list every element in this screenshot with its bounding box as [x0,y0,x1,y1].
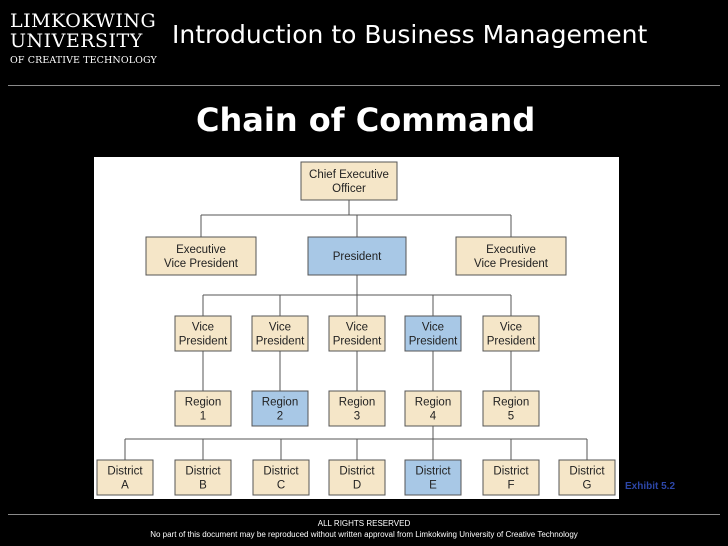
level2-node-label: President [333,251,382,263]
region-node-label: Region [493,397,529,409]
slide-title: Chain of Command [196,101,536,139]
logo-line-1: LIMKOKWING [10,10,157,32]
region-node: Region 2 [251,390,309,427]
region-node-box [404,390,462,427]
district-node-box [174,459,232,496]
ceo-node-box [300,161,398,201]
region-node-box [482,390,540,427]
logo-line-3: OF CREATIVE TECHNOLOGY [10,55,157,66]
university-logo: LIMKOKWING UNIVERSITY OF CREATIVE TECHNO… [10,12,157,66]
district-node-box [404,459,462,496]
vice-president-node-box [328,315,386,352]
header-divider [8,85,720,86]
level2-node-label: Executive [176,244,226,256]
level2-node: President [307,236,407,276]
region-node-box [328,390,386,427]
vice-president-node-label: Vice [269,322,291,334]
vice-president-node-label: Vice [500,322,522,334]
region-node: Region 4 [404,390,462,427]
vice-president-node-box [482,315,540,352]
district-node-label: District [185,466,221,478]
vice-president-node-label: President [487,336,536,348]
vice-president-node-label: President [333,336,382,348]
region-node-label: 1 [200,411,206,423]
district-node-label: District [263,466,299,478]
level2-node-label: Vice President [164,258,239,270]
district-node-label: B [199,480,207,492]
level2-node-box [145,236,257,276]
vice-president-node-label: President [409,336,458,348]
ceo-node-label: Officer [332,183,366,195]
region-node-label: 4 [430,411,437,423]
region-node-label: Region [339,397,375,409]
footer-rights: ALL RIGHTS RESERVED [317,519,411,528]
region-node-label: 3 [354,411,360,423]
exhibit-label: Exhibit 5.2 [625,481,676,492]
vice-president-node-label: President [179,336,228,348]
district-node-label: District [493,466,529,478]
level2-node-box [307,236,407,276]
level2-node-box [455,236,567,276]
district-node-label: G [583,480,592,492]
district-node-box [558,459,616,496]
region-node: Region 1 [174,390,232,427]
district-node-box [96,459,154,496]
region-node: Region 3 [328,390,386,427]
district-node-box [482,459,540,496]
district-node-label: District [569,466,605,478]
district-node-label: District [107,466,143,478]
district-node-box [328,459,386,496]
district-node-label: District [339,466,375,478]
vice-president-node-label: Vice [346,322,368,334]
district-node-label: F [507,480,514,492]
region-node-label: Region [262,397,298,409]
vice-president-node-box [404,315,462,352]
region-node-label: Region [415,397,451,409]
ceo-node-label: Chief Executive [309,169,389,181]
district-node-label: C [277,480,285,492]
header-title: Introduction to Business Management [172,20,648,49]
region-node-box [251,390,309,427]
footer-divider [8,514,720,515]
vice-president-node-box [251,315,309,352]
vice-president-node-label: President [256,336,305,348]
logo-line-2: UNIVERSITY [10,30,143,52]
district-node-box [252,459,310,496]
region-node-label: 2 [277,411,283,423]
district-node-label: E [429,480,437,492]
footer-notice: No part of this document may be reproduc… [150,530,578,539]
vice-president-node-label: Vice [422,322,444,334]
vice-president-node-label: Vice [192,322,214,334]
level2-node-label: Executive [486,244,536,256]
level2-node-label: Vice President [474,258,549,270]
region-node: Region 5 [482,390,540,427]
region-node-box [174,390,232,427]
district-node-label: District [415,466,451,478]
connector-lines [124,200,588,460]
region-node-label: 5 [508,411,514,423]
district-node-label: D [353,480,361,492]
vice-president-node-box [174,315,232,352]
region-node-label: Region [185,397,221,409]
district-node-label: A [121,480,129,492]
